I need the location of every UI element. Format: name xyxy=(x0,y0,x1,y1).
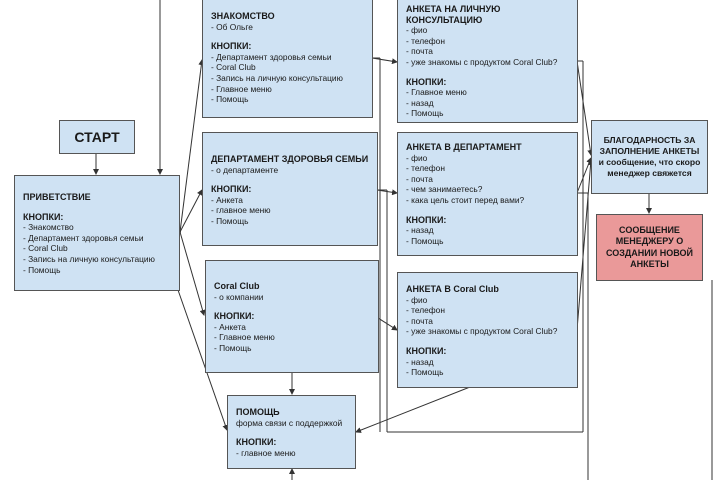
node-title: АНКЕТА В Coral Club xyxy=(406,284,499,294)
button-item: - Помощь xyxy=(23,264,61,275)
greeting-node: ПРИВЕТСТВИЕ КНОПКИ: - Знакомство - Депар… xyxy=(14,175,180,291)
content-item: - чем занимаетесь? xyxy=(406,184,483,195)
buttons-label: КНОПКИ: xyxy=(211,41,252,52)
button-item: - Анкета xyxy=(211,194,243,205)
content-item: - уже знакомы с продуктом Coral Club? xyxy=(406,326,558,337)
button-item: - Помощь xyxy=(214,342,252,353)
content-item: - телефон xyxy=(406,35,445,46)
buttons-label: КНОПКИ: xyxy=(236,437,277,448)
node-title: СООБЩЕНИЕ МЕНЕДЖЕРУ О СОЗДАНИИ НОВОЙ АНК… xyxy=(605,224,693,270)
buttons-label: КНОПКИ: xyxy=(406,76,447,87)
content-item: - телефон xyxy=(406,163,445,174)
content-item: - почта xyxy=(406,315,433,326)
node-title: АНКЕТА В ДЕПАРТАМЕНТ xyxy=(406,142,522,152)
coral-node: Coral Club - о компании КНОПКИ: - Анкета… xyxy=(205,260,379,373)
content-item: - почта xyxy=(406,46,433,57)
content-item: - о департаменте xyxy=(211,164,279,175)
button-item: - назад xyxy=(406,225,434,236)
button-item: - Помощь xyxy=(406,235,444,246)
node-title: АНКЕТА НА ЛИЧНУЮ КОНСУЛЬТАЦИЮ xyxy=(406,4,501,25)
content-item: - уже знакомы с продуктом Coral Club? xyxy=(406,56,558,67)
button-item: - Помощь xyxy=(406,367,444,378)
node-title: Coral Club xyxy=(214,281,260,291)
button-item: - Запись на личную консультацию xyxy=(211,72,343,83)
button-item: - Департамент здоровья семьи xyxy=(23,232,144,243)
intro-node: ЗНАКОМСТВО - Об Ольге КНОПКИ: - Департам… xyxy=(202,0,373,118)
start-node: СТАРТ xyxy=(59,120,135,154)
button-item: - главное меню xyxy=(236,447,296,458)
form-personal-node: АНКЕТА НА ЛИЧНУЮ КОНСУЛЬТАЦИЮ - фио - те… xyxy=(397,0,578,123)
content-item: - фио xyxy=(406,152,428,163)
button-item: - Помощь xyxy=(211,215,249,226)
form-department-node: АНКЕТА В ДЕПАРТАМЕНТ - фио - телефон - п… xyxy=(397,132,578,256)
button-item: - главное меню xyxy=(211,205,271,216)
node-title: ПРИВЕТСТВИЕ xyxy=(23,192,91,202)
button-item: - Coral Club xyxy=(211,62,256,73)
content-item: - телефон xyxy=(406,305,445,316)
content-item: - о компании xyxy=(214,291,264,302)
content-item: - фио xyxy=(406,25,428,36)
button-item: - Анкета xyxy=(214,321,246,332)
node-title: ЗНАКОМСТВО xyxy=(211,11,275,21)
buttons-label: КНОПКИ: xyxy=(406,214,447,225)
button-item: - Департамент здоровья семьи xyxy=(211,51,332,62)
button-item: - Помощь xyxy=(211,94,249,105)
button-item: - Знакомство xyxy=(23,222,74,233)
buttons-label: КНОПКИ: xyxy=(214,311,255,322)
button-item: - назад xyxy=(406,356,434,367)
node-title: ПОМОЩЬ xyxy=(236,407,280,417)
node-title: ДЕПАРТАМЕНТ ЗДОРОВЬЯ СЕМЬИ xyxy=(211,154,369,164)
notify-manager-node: СООБЩЕНИЕ МЕНЕДЖЕРУ О СОЗДАНИИ НОВОЙ АНК… xyxy=(596,214,703,281)
content-item: - кака цель стоит перед вами? xyxy=(406,194,525,205)
content-item: - фио xyxy=(406,294,428,305)
form-coral-node: АНКЕТА В Coral Club - фио - телефон - по… xyxy=(397,272,578,388)
node-title: БЛАГОДАРНОСТЬ ЗА ЗАПОЛНЕНИЕ АНКЕТЫ и соо… xyxy=(598,135,701,178)
thanks-node: БЛАГОДАРНОСТЬ ЗА ЗАПОЛНЕНИЕ АНКЕТЫ и соо… xyxy=(591,120,708,194)
button-item: - Запись на личную консультацию xyxy=(23,253,155,264)
content-item: - Об Ольге xyxy=(211,21,253,32)
buttons-label: КНОПКИ: xyxy=(211,184,252,195)
content-item: - почта xyxy=(406,173,433,184)
help-node: ПОМОЩЬ форма связи с поддержкой КНОПКИ: … xyxy=(227,395,356,469)
start-title: СТАРТ xyxy=(74,128,120,145)
button-item: - Помощь xyxy=(406,108,444,119)
department-node: ДЕПАРТАМЕНТ ЗДОРОВЬЯ СЕМЬИ - о департаме… xyxy=(202,132,378,246)
buttons-label: КНОПКИ: xyxy=(406,345,447,356)
button-item: - Главное меню xyxy=(211,83,272,94)
button-item: - Главное меню xyxy=(406,87,467,98)
button-item: - Coral Club xyxy=(23,243,68,254)
button-item: - назад xyxy=(406,97,434,108)
buttons-label: КНОПКИ: xyxy=(23,211,64,222)
button-item: - Главное меню xyxy=(214,332,275,343)
content-item: форма связи с поддержкой xyxy=(236,417,343,428)
